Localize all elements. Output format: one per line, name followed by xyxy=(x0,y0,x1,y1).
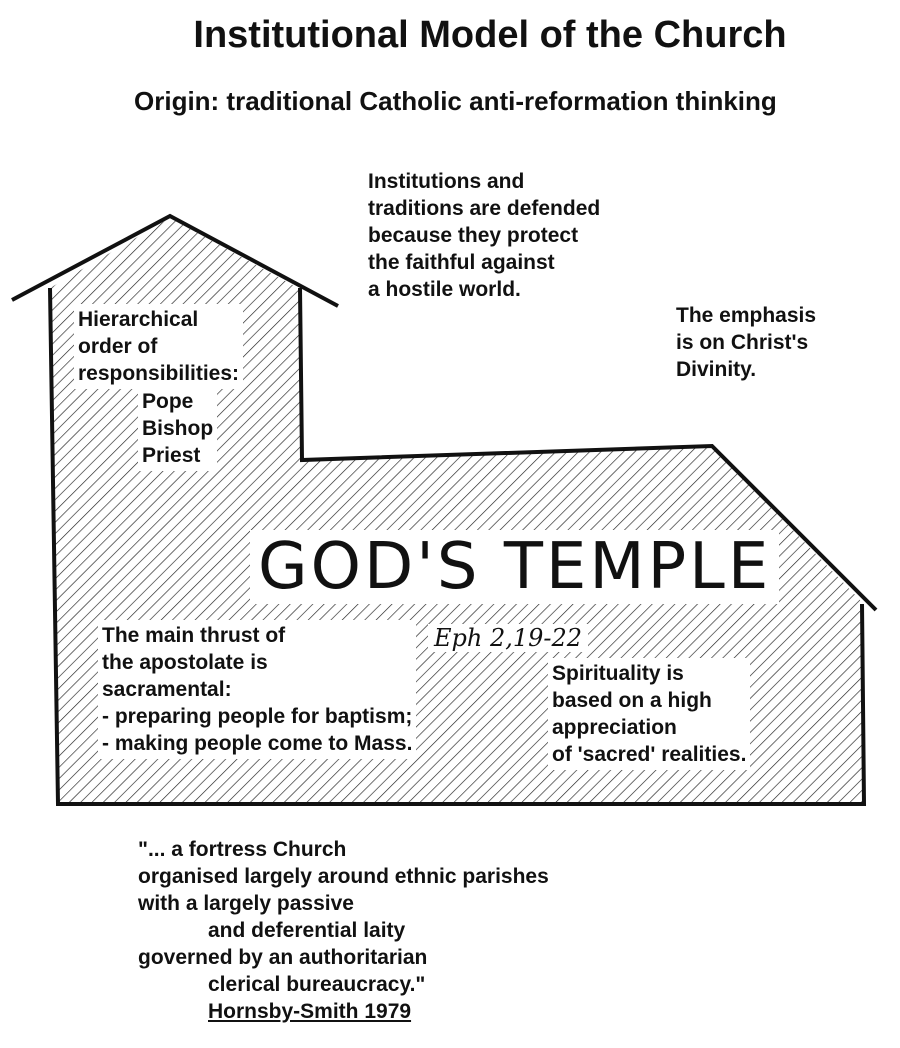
tower-wall-and-nave-roof xyxy=(298,287,878,612)
spirituality-line: based on a high xyxy=(552,689,712,712)
institutions-callout: Institutions and traditions are defended… xyxy=(368,168,600,303)
emphasis-line: The emphasis xyxy=(676,304,817,327)
emphasis-line: is on Christ's xyxy=(676,331,809,354)
institutions-line: Institutions and xyxy=(368,170,525,193)
quote-block: "... a fortress Church organised largely… xyxy=(138,836,549,1025)
quote-line: organised largely around ethnic parishes xyxy=(138,865,549,888)
hierarchy-line: responsibilities: xyxy=(78,362,240,385)
tower-roof xyxy=(11,213,339,308)
spirituality-text: Spirituality is based on a high apprecia… xyxy=(548,658,751,770)
scripture-reference: Eph 2,19-22 xyxy=(428,624,589,652)
emphasis-callout: The emphasis is on Christ's Divinity. xyxy=(676,302,816,383)
institutions-line: traditions are defended xyxy=(368,197,601,220)
quote-citation: Hornsby-Smith 1979 xyxy=(208,1000,412,1023)
apostolate-line: - making people come to Mass. xyxy=(102,732,413,755)
apostolate-line: sacramental: xyxy=(102,678,232,701)
institutions-line: because they protect xyxy=(368,224,579,247)
quote-line: and deferential laity xyxy=(208,919,406,942)
hierarchy-ranks: Pope Bishop Priest xyxy=(138,386,218,471)
institutions-line: the faithful against xyxy=(368,251,555,274)
rank-priest: Priest xyxy=(142,444,201,467)
quote-line: with a largely passive xyxy=(138,892,354,915)
spirituality-line: appreciation xyxy=(552,716,677,739)
spirituality-line: of 'sacred' realities. xyxy=(552,743,747,766)
hierarchy-line: order of xyxy=(78,335,158,358)
gods-temple-label: GOD'S TEMPLE xyxy=(250,530,780,604)
quote-line: clerical bureaucracy." xyxy=(208,973,426,996)
hierarchy-line: Hierarchical xyxy=(78,308,199,331)
apostolate-line: - preparing people for baptism; xyxy=(102,705,413,728)
rank-bishop: Bishop xyxy=(142,417,214,440)
hierarchy-text: Hierarchical order of responsibilities: xyxy=(74,304,244,389)
quote-line: governed by an authoritarian xyxy=(138,946,428,969)
emphasis-line: Divinity. xyxy=(676,358,757,381)
apostolate-line: the apostolate is xyxy=(102,651,268,674)
page-title: Institutional Model of the Church xyxy=(193,14,787,56)
page-subtitle: Origin: traditional Catholic anti-reform… xyxy=(134,86,777,116)
rank-pope: Pope xyxy=(142,390,194,413)
spirituality-line: Spirituality is xyxy=(552,662,684,685)
building-outline xyxy=(48,287,867,806)
apostolate-text: The main thrust of the apostolate is sac… xyxy=(98,620,417,759)
quote-line: "... a fortress Church xyxy=(138,838,347,861)
apostolate-line: The main thrust of xyxy=(102,624,286,647)
institutions-line: a hostile world. xyxy=(368,278,521,301)
